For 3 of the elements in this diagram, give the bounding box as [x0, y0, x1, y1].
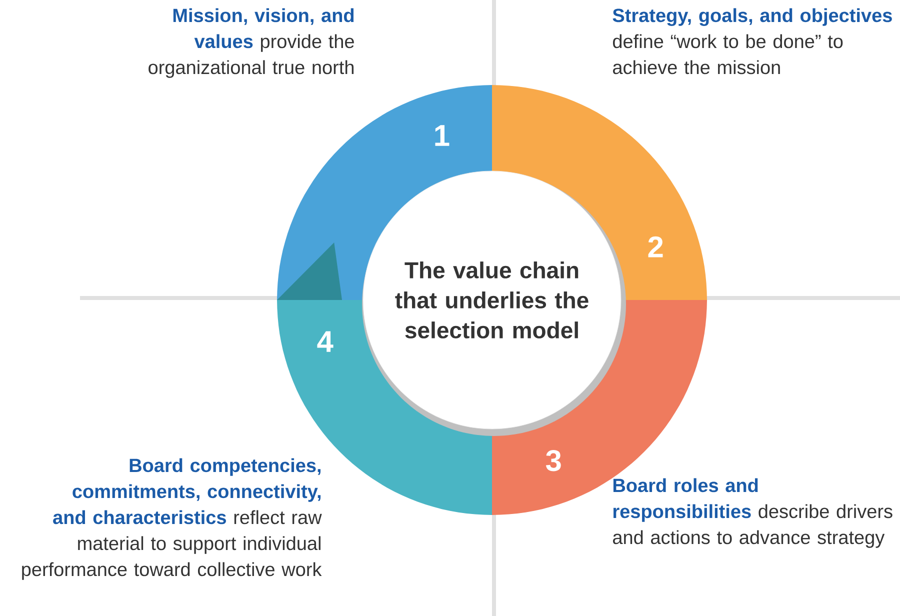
description-text: Mission, vision, and values provide the organizational true north: [148, 8, 354, 78]
description-text: Board roles and responsibilities describe drivers and actions to advance strategy: [613, 478, 892, 548]
description-text: Strategy, goals, and objectives define “work to be done” to achieve the mission: [612, 8, 892, 74]
